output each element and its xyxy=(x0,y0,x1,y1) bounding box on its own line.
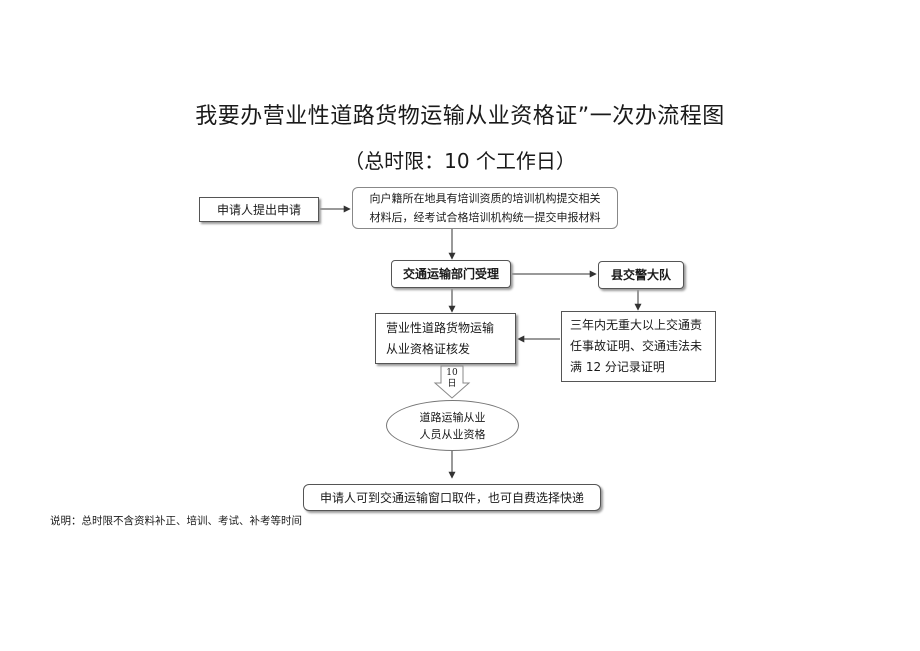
days-number: 10 xyxy=(446,368,458,378)
submit-line1: 向户籍所在地具有培训资质的培训机构提交相关 xyxy=(369,192,601,205)
issue-line2: 从业资格证核发 xyxy=(386,341,471,356)
submit-materials-node: 向户籍所在地具有培训资质的培训机构提交相关 材料后，经考试合格培训机构统一提交申… xyxy=(352,187,618,229)
days-label: 10 日 xyxy=(441,368,463,390)
issue-certificate-node: 营业性道路货物运输 从业资格证核发 xyxy=(375,313,516,364)
qualification-node: 道路运输从业 人员从业资格 xyxy=(386,400,519,451)
cert-line3: 满 12 分记录证明 xyxy=(570,360,665,374)
qual-line2: 人员从业资格 xyxy=(419,427,486,441)
cert-line1: 三年内无重大以上交通责 xyxy=(570,318,703,332)
page-subtitle: （总时限：10 个工作日） xyxy=(344,149,576,173)
page-title: 我要办营业性道路货物运输从业资格证”一次办流程图 xyxy=(195,104,725,129)
accept-node: 交通运输部门受理 xyxy=(391,260,511,288)
qual-line1: 道路运输从业 xyxy=(419,410,486,424)
submit-line2: 材料后，经考试合格培训机构统一提交申报材料 xyxy=(369,211,601,224)
cert-line2: 任事故证明、交通违法未 xyxy=(570,339,703,353)
police-node: 县交警大队 xyxy=(598,261,684,289)
days-unit: 日 xyxy=(447,379,457,389)
issue-line1: 营业性道路货物运输 xyxy=(386,320,495,335)
apply-node: 申请人提出申请 xyxy=(199,197,319,222)
pickup-text: 申请人可到交通运输窗口取件，也可自费选择快递 xyxy=(319,490,584,505)
pickup-node: 申请人可到交通运输窗口取件，也可自费选择快递 xyxy=(303,484,601,511)
apply-text: 申请人提出申请 xyxy=(216,202,301,217)
police-certificate-node: 三年内无重大以上交通责 任事故证明、交通违法未 满 12 分记录证明 xyxy=(561,311,716,382)
police-text: 县交警大队 xyxy=(610,268,671,282)
footnote: 说明：总时限不含资料补正、培训、考试、补考等时间 xyxy=(50,515,302,527)
accept-text: 交通运输部门受理 xyxy=(402,267,499,281)
hollow-arrow-10-days xyxy=(433,365,471,399)
